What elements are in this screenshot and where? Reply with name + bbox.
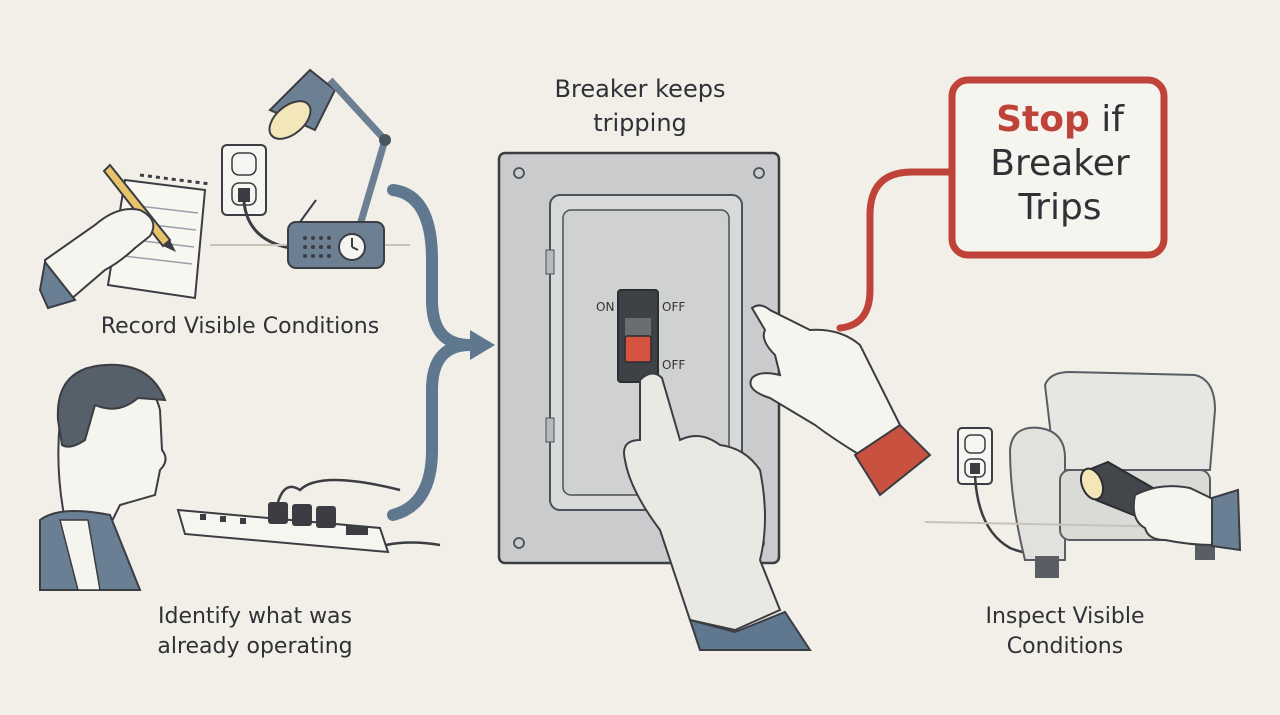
callout-line3: Trips: [1018, 187, 1102, 228]
breaker-switch-icon: [617, 289, 659, 383]
label-inspect-conditions: Inspect Visible Conditions: [930, 602, 1200, 662]
switch-off-label-bottom: OFF: [662, 358, 686, 372]
writing-hand-icon: [38, 208, 155, 310]
label-inspect-line2: Conditions: [1006, 634, 1124, 659]
label-inspect-line1: Inspect Visible: [985, 604, 1145, 629]
stop-callout: [836, 76, 1168, 332]
label-identify-line2: already operating: [157, 634, 353, 659]
switch-off-label-top: OFF: [662, 300, 686, 314]
desk-lamp-icon: [268, 68, 391, 226]
holding-hand-icon: [1132, 485, 1242, 552]
label-identify-operating: Identify what was already operating: [110, 602, 400, 662]
label-identify-line1: Identify what was: [157, 604, 352, 629]
callout-text: Stop if Breaker Trips: [965, 98, 1155, 230]
callout-line1: Stop if: [965, 98, 1155, 142]
label-record-conditions: Record Visible Conditions: [60, 312, 420, 342]
pointing-hand-icon: [749, 304, 932, 497]
person-icon: [39, 363, 167, 591]
switch-on-label: ON: [596, 300, 615, 314]
label-breaker-tripping: Breaker keeps tripping: [520, 72, 760, 140]
label-center-line2: tripping: [593, 109, 687, 137]
radio-clock-icon: [287, 199, 385, 269]
callout-stop-word: Stop: [996, 99, 1090, 140]
gloved-hand-icon: [623, 372, 812, 651]
callout-if-word: if: [1089, 99, 1124, 140]
wall-outlet-icon: [221, 144, 291, 250]
power-strip-icon: [176, 478, 441, 554]
label-record-text: Record Visible Conditions: [100, 314, 380, 339]
label-center-line1: Breaker keeps: [554, 75, 726, 103]
merge-arrow: [387, 184, 495, 521]
callout-line2: Breaker: [990, 143, 1130, 184]
